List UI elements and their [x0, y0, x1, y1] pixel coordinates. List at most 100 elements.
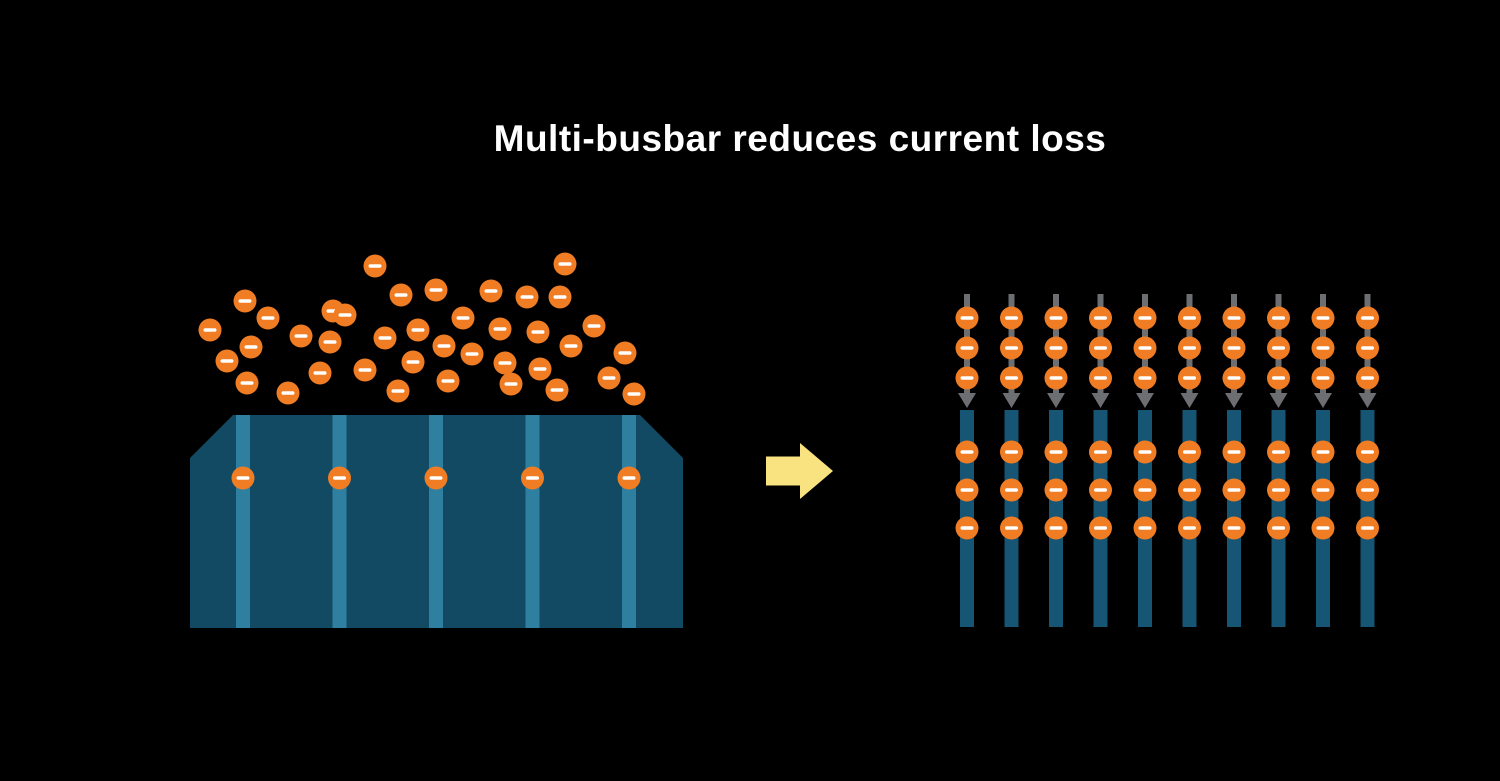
bar-electron: [1311, 440, 1335, 464]
minus-icon: [1316, 488, 1330, 492]
minus-icon: [358, 368, 372, 372]
minus-icon: [1138, 316, 1152, 320]
incoming-electron: [1000, 306, 1023, 330]
incoming-electron: [1222, 336, 1246, 360]
minus-icon: [238, 299, 252, 303]
free-electron: [597, 366, 621, 390]
minus-icon: [240, 381, 254, 385]
incoming-electron: [1133, 336, 1157, 360]
bar-electron: [1044, 478, 1068, 502]
incoming-electron: [1089, 366, 1112, 390]
minus-icon: [1094, 526, 1107, 530]
bar-electron: [1089, 478, 1112, 502]
bar-electron: [1267, 440, 1290, 464]
minus-icon: [1272, 526, 1285, 530]
free-electron: [499, 372, 523, 396]
bar-electron: [1222, 478, 1246, 502]
minus-icon: [1272, 376, 1285, 380]
minus-icon: [1183, 526, 1196, 530]
minus-icon: [1094, 346, 1107, 350]
minus-icon: [564, 344, 578, 348]
incoming-electron: [955, 306, 979, 330]
minus-icon: [323, 340, 337, 344]
busbar-electron: [521, 466, 544, 490]
minus-icon: [1049, 316, 1063, 320]
bar-electron: [1044, 440, 1068, 464]
free-electron: [389, 283, 413, 307]
incoming-electron: [1000, 366, 1023, 390]
minus-icon: [1138, 488, 1152, 492]
bar-electron: [1178, 516, 1201, 540]
free-electron: [515, 285, 539, 309]
free-electron: [613, 341, 637, 365]
bar-electron: [1089, 516, 1112, 540]
free-electron: [548, 285, 572, 309]
bar-electron: [1178, 440, 1201, 464]
minus-icon: [236, 476, 250, 480]
minus-icon: [627, 392, 641, 396]
minus-icon: [1361, 346, 1374, 350]
incoming-electron: [1178, 366, 1201, 390]
minus-icon: [960, 488, 974, 492]
multi-busbar-column: [1267, 294, 1290, 627]
minus-icon: [368, 264, 382, 268]
free-electron: [460, 342, 484, 366]
minus-icon: [587, 324, 601, 328]
multi-busbar-column: [1133, 294, 1157, 627]
minus-icon: [261, 316, 275, 320]
incoming-electron: [1178, 306, 1201, 330]
minus-icon: [550, 388, 564, 392]
minus-icon: [1227, 488, 1241, 492]
incoming-electron: [1044, 336, 1068, 360]
free-electron: [373, 326, 397, 350]
minus-icon: [533, 367, 547, 371]
minus-icon: [1049, 450, 1063, 454]
minus-icon: [602, 376, 616, 380]
minus-icon: [484, 289, 498, 293]
minus-icon: [294, 334, 308, 338]
minus-icon: [1183, 316, 1196, 320]
bar-electron: [1000, 516, 1023, 540]
free-electron: [406, 318, 430, 342]
minus-icon: [618, 351, 632, 355]
minus-icon: [622, 476, 636, 480]
free-electron: [451, 306, 475, 330]
minus-icon: [391, 389, 405, 393]
bar-electron: [1044, 516, 1068, 540]
multi-busbar-column: [1000, 294, 1023, 627]
minus-icon: [531, 330, 545, 334]
multi-busbar-column: [955, 294, 979, 627]
minus-icon: [1361, 316, 1374, 320]
free-electron: [528, 357, 552, 381]
minus-icon: [1049, 376, 1063, 380]
minus-icon: [960, 526, 974, 530]
minus-icon: [558, 262, 572, 266]
free-electron: [424, 278, 448, 302]
bar-electron: [955, 440, 979, 464]
incoming-electron: [1267, 306, 1290, 330]
standard-busbar-cell: [190, 415, 683, 628]
minus-icon: [281, 391, 295, 395]
free-electron: [333, 303, 357, 327]
incoming-electron: [1356, 366, 1379, 390]
incoming-electron: [1089, 336, 1112, 360]
minus-icon: [1227, 450, 1241, 454]
bar-electron: [955, 516, 979, 540]
bar-electron: [1222, 440, 1246, 464]
minus-icon: [1272, 488, 1285, 492]
busbar-stripe: [525, 415, 540, 628]
multi-busbar-cell: [955, 294, 1379, 627]
minus-icon: [456, 316, 470, 320]
free-electron: [235, 371, 259, 395]
free-electron: [582, 314, 606, 338]
minus-icon: [313, 371, 327, 375]
free-electron: [318, 330, 342, 354]
minus-icon: [429, 288, 443, 292]
minus-icon: [1316, 450, 1330, 454]
busbar-electron: [328, 466, 351, 490]
diagram-title: Multi-busbar reduces current loss: [493, 118, 1107, 159]
incoming-electron: [1356, 306, 1379, 330]
free-electron: [553, 252, 577, 276]
bar-electron: [1222, 516, 1246, 540]
free-electron: [488, 317, 512, 341]
